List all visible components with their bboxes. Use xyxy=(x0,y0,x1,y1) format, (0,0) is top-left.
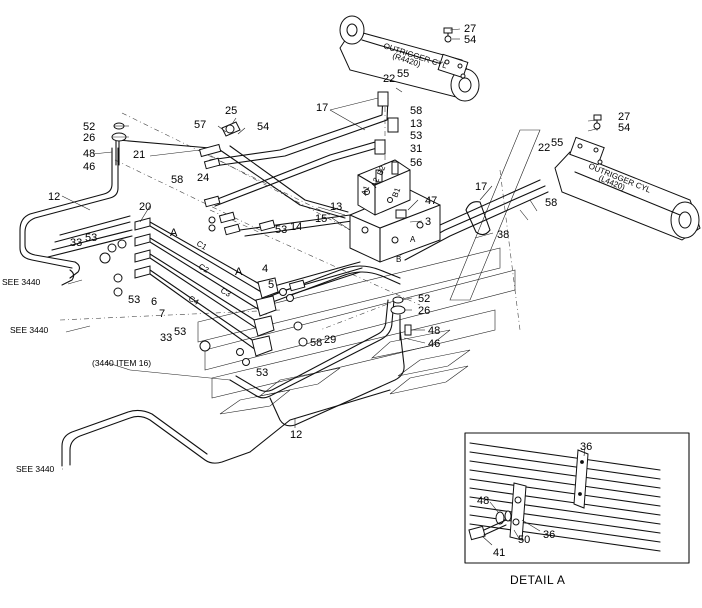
callout: 54 xyxy=(464,34,476,46)
callout: 47 xyxy=(425,195,437,207)
callout: 13 xyxy=(410,118,422,130)
callout: 46 xyxy=(83,161,95,173)
callout: 53 xyxy=(410,130,422,142)
port-label: A1 xyxy=(359,184,371,197)
callout: 41 xyxy=(493,547,505,559)
callout: 53 xyxy=(128,294,140,306)
callout: 55 xyxy=(551,137,563,149)
callout: 48 xyxy=(477,495,489,507)
callout: 27 xyxy=(464,23,476,35)
callout: 55 xyxy=(397,68,409,80)
callout: 33 xyxy=(70,237,82,249)
see-reference: SEE 3440 xyxy=(2,277,41,287)
leader-lines xyxy=(61,28,601,546)
callout: 26 xyxy=(83,132,95,144)
callout: 50 xyxy=(518,534,530,546)
callout: 17 xyxy=(316,102,328,114)
callout: 36 xyxy=(580,441,592,453)
upper-outrigger-cylinder xyxy=(339,15,480,102)
callout: 21 xyxy=(133,149,145,161)
callout: 56 xyxy=(410,157,422,169)
callout: 17 xyxy=(475,181,487,193)
callout: 53 xyxy=(275,224,287,236)
item-reference: (3440 ITEM 16) xyxy=(92,358,151,368)
callout: 54 xyxy=(257,121,269,133)
callout: A xyxy=(170,227,178,239)
callout: 27 xyxy=(618,111,630,123)
callout: A xyxy=(235,266,243,278)
callout: 48 xyxy=(428,325,440,337)
callout: 5 xyxy=(268,279,274,291)
callout: 20 xyxy=(139,201,151,213)
callout: 53 xyxy=(256,367,268,379)
callout: 58 xyxy=(545,197,557,209)
port-label: C4 xyxy=(187,294,201,307)
callout: 7 xyxy=(159,308,165,320)
callout: 22 xyxy=(383,73,395,85)
callout: 53 xyxy=(174,326,186,338)
detail-a-box xyxy=(464,432,690,564)
hoses-top xyxy=(198,91,399,292)
callout-labels: 27 54 22 55 58 17 13 53 31 56 25 57 54 5… xyxy=(48,23,630,559)
callout: 54 xyxy=(618,122,630,134)
callout: 58 xyxy=(410,105,422,117)
callout: 24 xyxy=(197,172,209,184)
callout: 6 xyxy=(151,296,157,308)
callout: 58 xyxy=(171,174,183,186)
callout: 13 xyxy=(330,201,342,213)
callout: 48 xyxy=(83,148,95,160)
callout: 14 xyxy=(290,221,302,233)
lower-outrigger-cylinder xyxy=(554,114,701,241)
callout: 57 xyxy=(194,119,206,131)
callout: 25 xyxy=(225,105,237,117)
callout: 22 xyxy=(538,142,550,154)
port-label: B1 xyxy=(390,186,402,199)
callout: 12 xyxy=(48,191,60,203)
port-label: C3 xyxy=(219,286,233,299)
callout: 15 xyxy=(315,213,327,225)
callout: 33 xyxy=(160,332,172,344)
callout: 58 xyxy=(310,337,322,349)
port-label: A2 xyxy=(369,176,381,189)
callout: 3 xyxy=(425,216,431,228)
port-label: B xyxy=(396,255,401,264)
valve-manifold xyxy=(349,159,441,263)
callout: 36 xyxy=(543,529,555,541)
port-label: B2 xyxy=(375,164,387,177)
callout: 26 xyxy=(418,305,430,317)
port-label: C1 xyxy=(195,239,209,252)
callout: 52 xyxy=(418,293,430,305)
callout: 29 xyxy=(324,334,336,346)
callout: 46 xyxy=(428,338,440,350)
tube-bundle-left xyxy=(19,94,549,467)
callout: 31 xyxy=(410,143,422,155)
ghost-frame xyxy=(197,129,541,415)
see-reference: SEE 3440 xyxy=(10,325,49,335)
callout: 53 xyxy=(85,232,97,244)
left-valve-bank xyxy=(99,216,308,366)
callout: 4 xyxy=(262,263,268,275)
callout: 12 xyxy=(290,429,302,441)
detail-a-title: DETAIL A xyxy=(510,573,565,587)
see-reference: SEE 3440 xyxy=(16,464,55,474)
reference-labels: SEE 3440 SEE 3440 (3440 ITEM 16) SEE 344… xyxy=(2,277,151,474)
callout: 38 xyxy=(497,229,509,241)
port-label: A xyxy=(410,235,416,244)
callout: 52 xyxy=(83,121,95,133)
